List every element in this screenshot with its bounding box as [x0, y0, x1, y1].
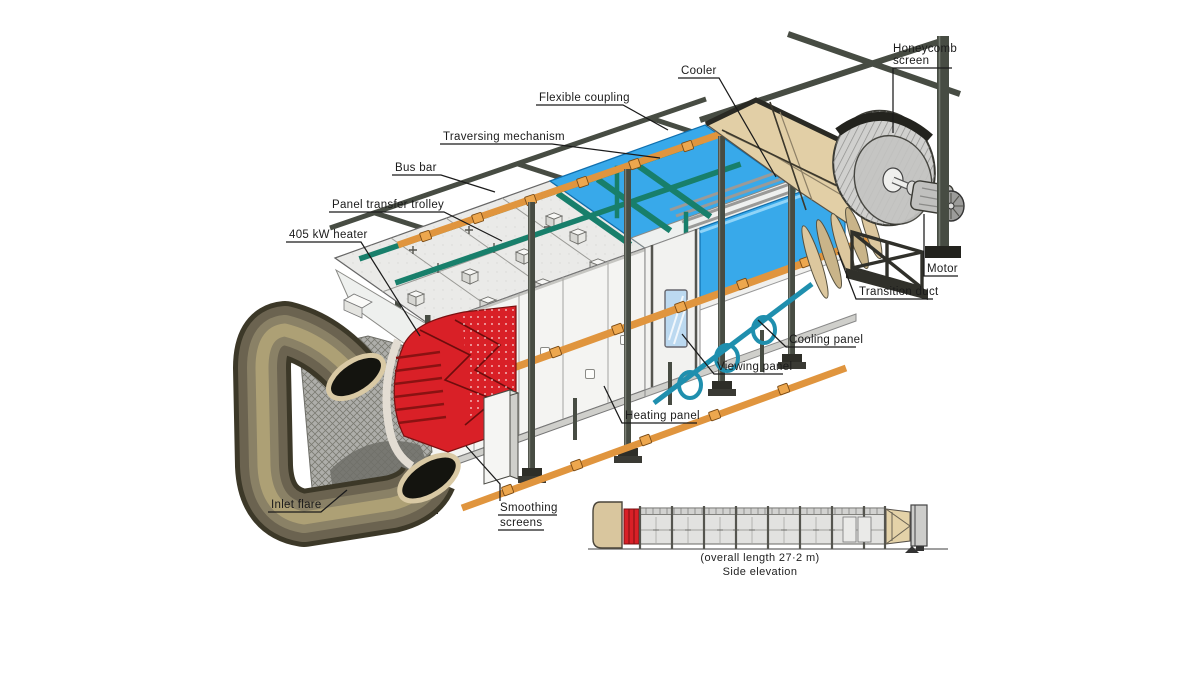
- leader-line: [892, 67, 952, 133]
- cooling-panel-pipe: [652, 282, 814, 405]
- fan-support-truss: [850, 229, 924, 291]
- se-inlet-flare: [592, 501, 623, 549]
- svg-text:405 kW heater: 405 kW heater: [289, 229, 368, 241]
- overall-length-caption: (overall length 27·2 m): [700, 552, 819, 564]
- svg-text:Cooler: Cooler: [681, 65, 717, 77]
- bus-bar-bottom-rail: [460, 364, 848, 512]
- leader-line: [837, 251, 933, 300]
- svg-text:screen: screen: [893, 55, 929, 67]
- label-smoothing-screens: Smoothing screens: [465, 445, 558, 531]
- label-honeycomb-screen: Honeycomb screen: [892, 43, 957, 133]
- label-cooler: Cooler: [678, 65, 777, 178]
- leader-line: [440, 143, 661, 159]
- svg-text:Inlet flare: Inlet flare: [271, 499, 322, 511]
- label-transition-duct: Transition duct: [837, 251, 939, 300]
- label-viewing-panel: Viewing panel: [681, 333, 792, 375]
- svg-text:Honeycomb: Honeycomb: [893, 43, 957, 55]
- flare-tube-opening-upper: [326, 352, 386, 402]
- leader-line: [923, 214, 958, 277]
- leader-line: [603, 385, 697, 424]
- leader-line: [392, 174, 496, 193]
- right-gantry-column: [925, 36, 961, 258]
- label-heating-panel: Heating panel: [603, 385, 700, 424]
- rear-support-legs: [573, 330, 764, 440]
- label-flexible-coupling: Flexible coupling: [536, 92, 669, 131]
- annotations: Honeycomb screen Cooler Flexible couplin…: [268, 43, 958, 531]
- se-fan: [910, 504, 928, 547]
- leader-line: [681, 333, 783, 375]
- svg-text:Bus bar: Bus bar: [395, 162, 437, 174]
- post: [614, 169, 642, 463]
- fan-assembly: [832, 36, 965, 300]
- side-elevation-title: Side elevation: [723, 566, 798, 578]
- heater-fins: [393, 350, 447, 425]
- svg-text:Panel transfer trolley: Panel transfer trolley: [332, 199, 444, 211]
- svg-text:Traversing mechanism: Traversing mechanism: [443, 131, 565, 143]
- leader-line: [286, 241, 421, 337]
- se-transition: [885, 508, 911, 545]
- svg-text:Transition duct: Transition duct: [859, 286, 939, 298]
- label-bus-bar: Bus bar: [392, 162, 496, 193]
- svg-text:Cooling panel: Cooling panel: [789, 334, 863, 346]
- label-cooling-panel: Cooling panel: [757, 319, 863, 348]
- post: [708, 136, 736, 396]
- svg-text:Viewing panel: Viewing panel: [717, 361, 792, 373]
- inlet-flare: [233, 301, 461, 547]
- se-heater: [623, 508, 640, 545]
- fan-base: [846, 268, 928, 300]
- flare-tube-opening-lower: [397, 452, 461, 504]
- svg-text:screens: screens: [500, 517, 542, 529]
- label-underline: [498, 514, 557, 531]
- svg-text:Heating panel: Heating panel: [625, 410, 700, 422]
- svg-text:Flexible coupling: Flexible coupling: [539, 92, 630, 104]
- label-405kw-heater: 405 kW heater: [286, 229, 421, 337]
- side-elevation: (overall length 27·2 m) Side elevation: [588, 501, 948, 578]
- label-inlet-flare: Inlet flare: [268, 489, 348, 513]
- label-motor: Motor: [923, 214, 958, 277]
- leader-line: [757, 319, 856, 348]
- smoothing-screen-slab: [482, 389, 520, 485]
- leader-line: [536, 104, 669, 131]
- leader-line: [268, 489, 348, 513]
- leader-line: [678, 77, 777, 178]
- bus-bar-top-rail: [396, 113, 772, 249]
- gantry-diagonal-beam: [787, 31, 961, 97]
- label-panel-transfer-trolley: Panel transfer trolley: [329, 199, 503, 242]
- svg-text:Motor: Motor: [927, 263, 958, 275]
- svg-text:Smoothing: Smoothing: [500, 502, 558, 514]
- leader-line: [329, 211, 503, 242]
- leader-line: [465, 445, 501, 501]
- label-traversing-mechanism: Traversing mechanism: [440, 131, 661, 159]
- bus-bar-mid-rail: [450, 236, 870, 394]
